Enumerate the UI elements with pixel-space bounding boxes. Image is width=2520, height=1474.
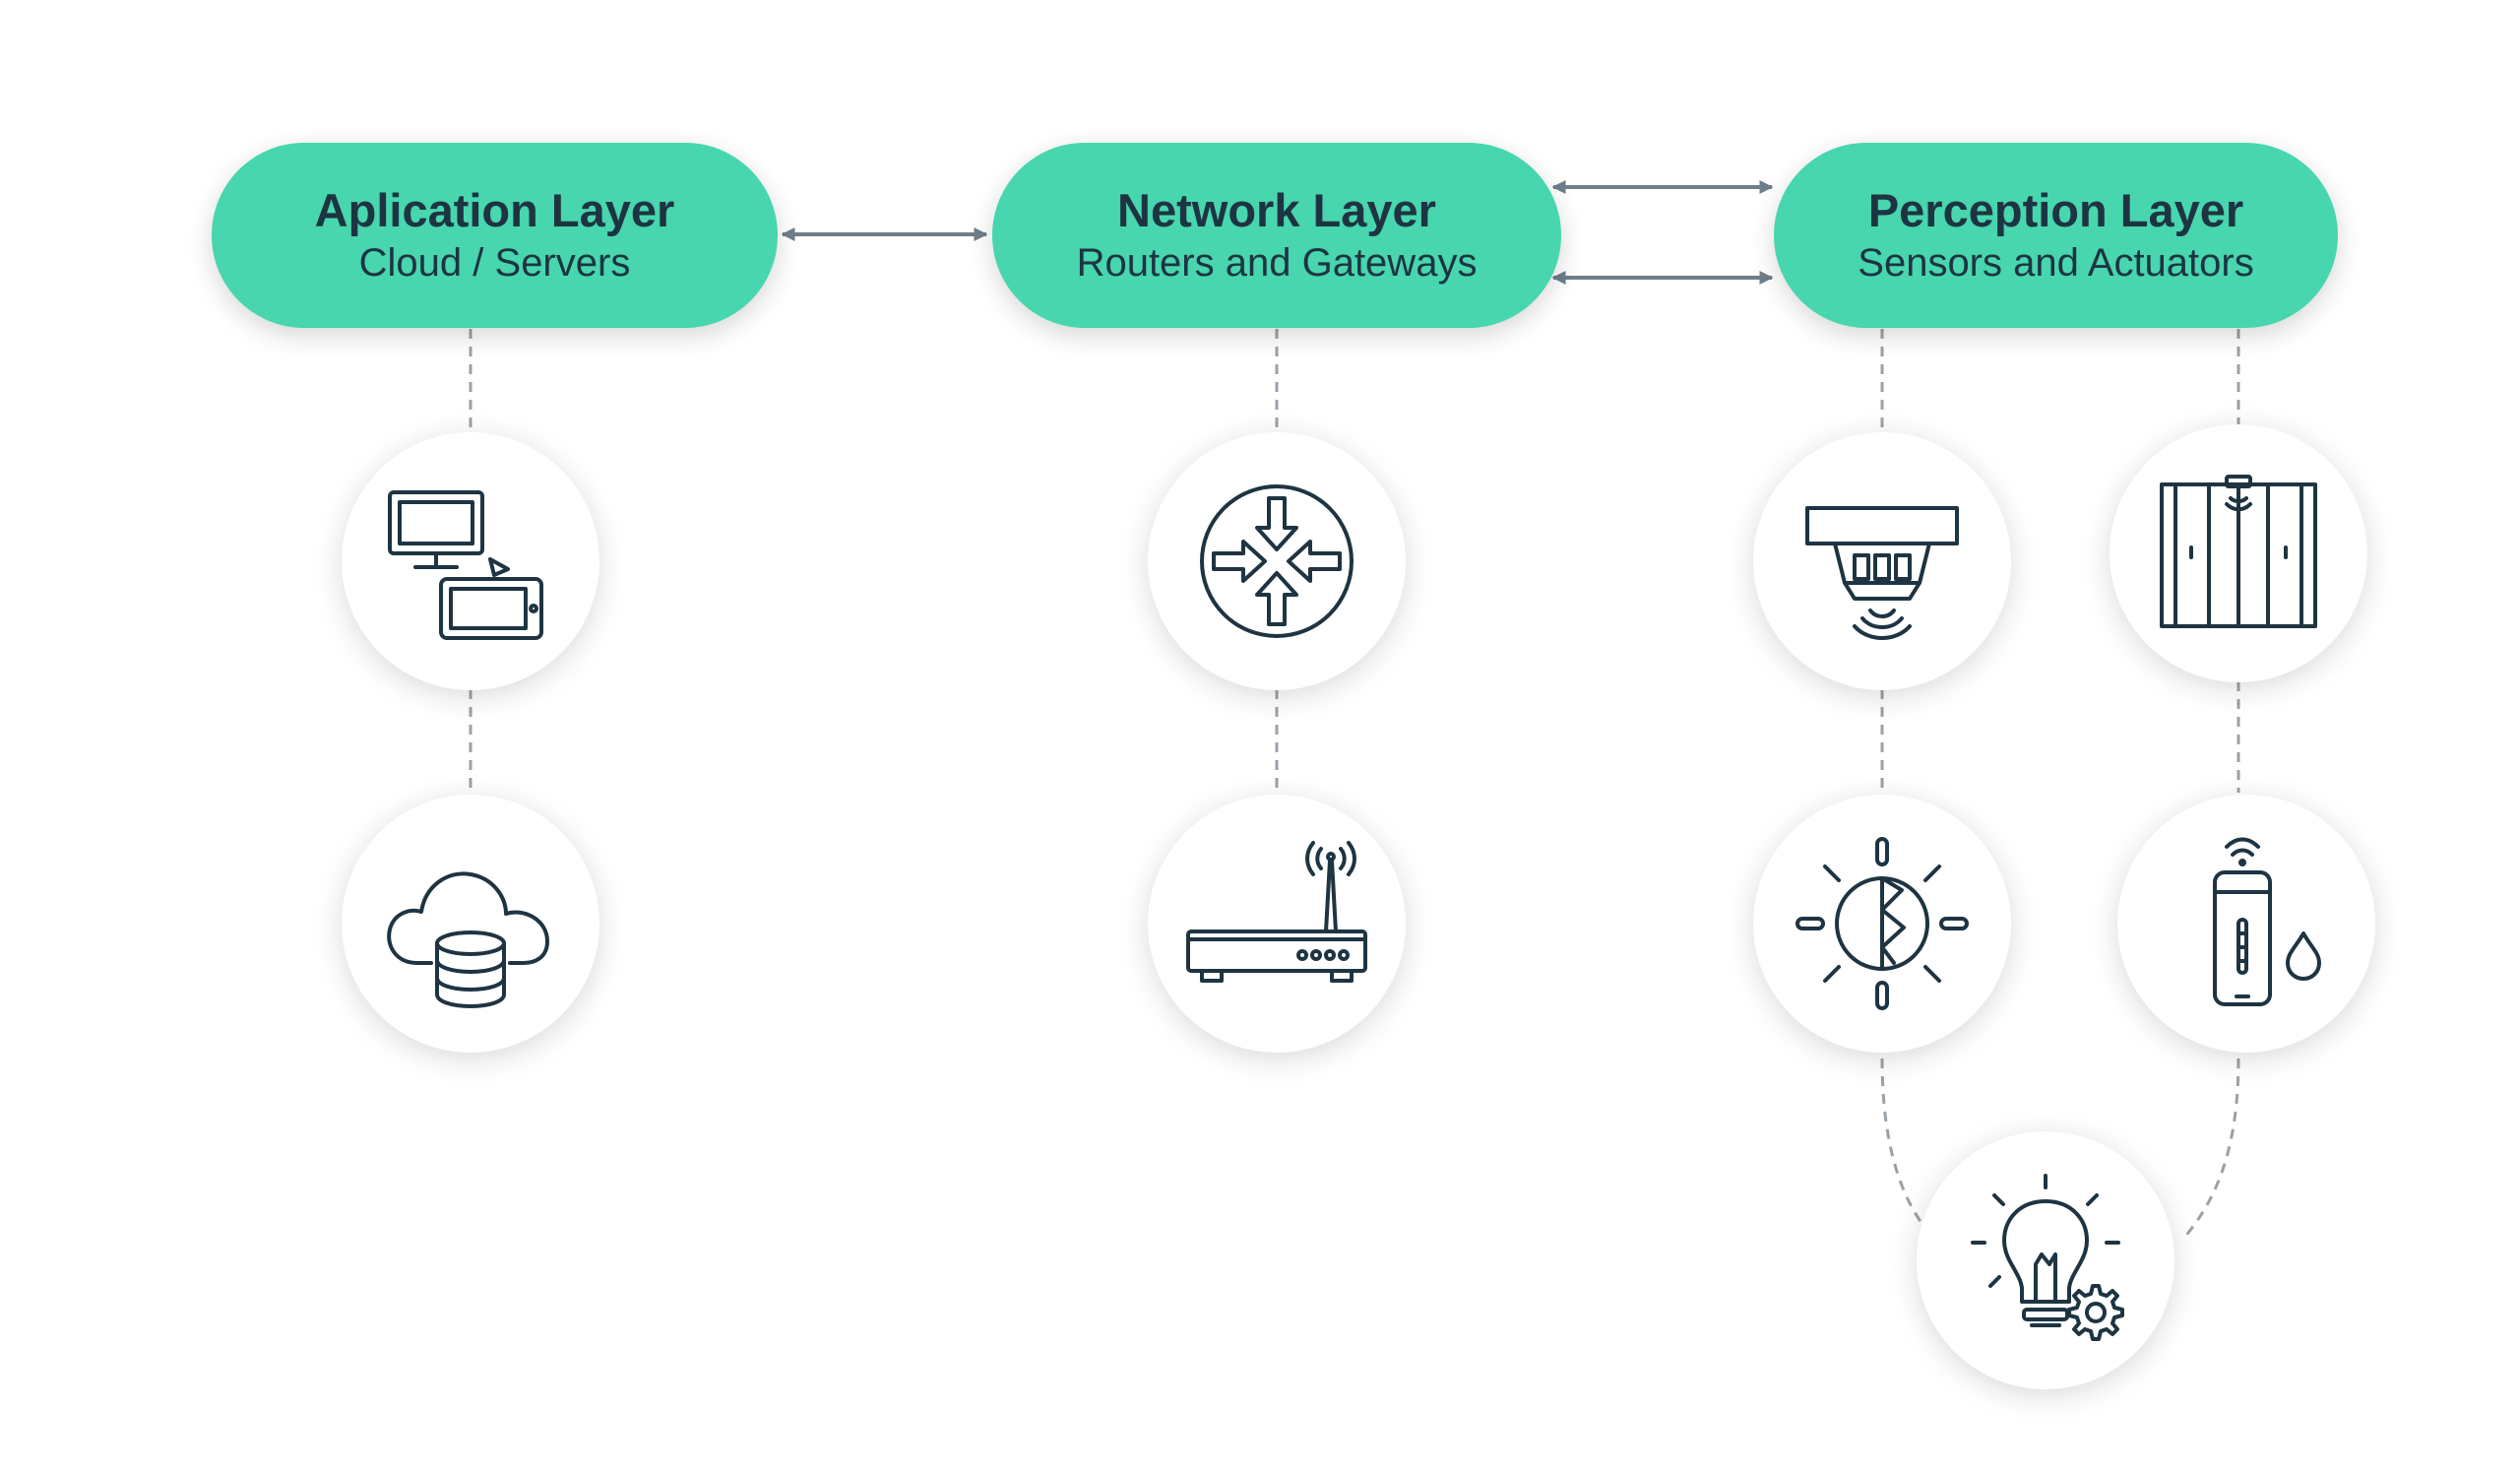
application-layer-pill: Aplication Layer Cloud / Servers	[212, 143, 778, 328]
light-sensor-node	[1753, 795, 2011, 1053]
application-layer-subtitle: Cloud / Servers	[358, 240, 631, 285]
computer-and-tablet-icon	[388, 490, 543, 640]
smart-bulb-icon	[1971, 1174, 2124, 1341]
smoke-detector-icon	[1805, 506, 1959, 640]
elevator-door-node	[2110, 424, 2367, 682]
connector-humidity-to-bulb	[2181, 1057, 2240, 1240]
dashed-connectors	[469, 329, 2240, 1240]
router-icon	[1200, 484, 1354, 638]
network-layer-title: Network Layer	[1117, 184, 1436, 237]
cloud-database-icon	[387, 871, 549, 1008]
light-sensor-icon	[1796, 837, 1969, 1010]
wifi-gateway-node	[1148, 795, 1406, 1053]
smart-bulb-node	[1917, 1131, 2174, 1389]
perception-layer-subtitle: Sensors and Actuators	[1858, 240, 2254, 285]
network-layer-pill: Network Layer Routers and Gateways	[992, 143, 1561, 328]
network-layer-subtitle: Routers and Gateways	[1076, 240, 1478, 285]
application-layer-title: Aplication Layer	[314, 184, 675, 237]
computer-tablet-node	[342, 432, 599, 690]
wifi-gateway-icon	[1186, 841, 1367, 983]
connector-light-to-bulb	[1880, 1057, 1929, 1232]
perception-layer-pill: Perception Layer Sensors and Actuators	[1774, 143, 2338, 328]
router-node	[1148, 432, 1406, 690]
layer-arrows	[781, 180, 1774, 285]
humidity-sensor-node	[2117, 795, 2375, 1053]
perception-layer-title: Perception Layer	[1867, 184, 2244, 237]
cloud-database-node	[342, 795, 599, 1053]
elevator-door-icon	[2160, 475, 2317, 628]
humidity-sensor-icon	[2213, 837, 2321, 1006]
smoke-detector-node	[1753, 432, 2011, 690]
